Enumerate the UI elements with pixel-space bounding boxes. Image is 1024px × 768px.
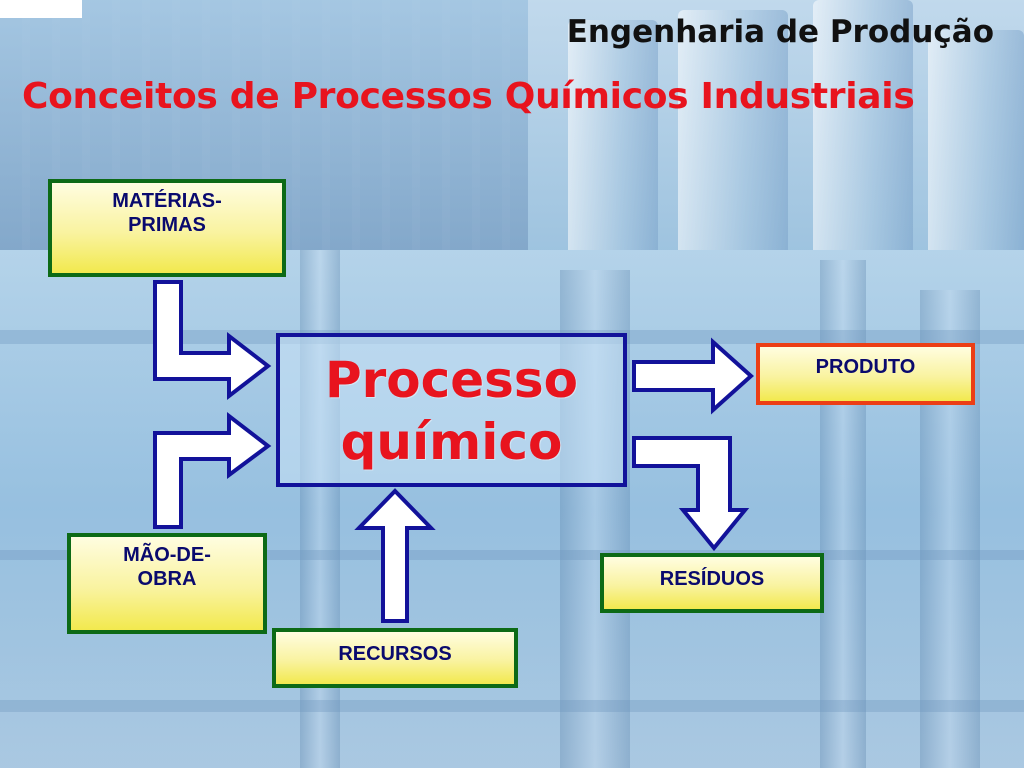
process-label-line1: Processo [324,351,579,409]
produto-box: PRODUTO [756,343,975,405]
mao-de-obra-label-line2: OBRA [137,568,197,590]
slide-title: Conceitos de Processos Químicos Industri… [22,76,915,117]
arrow-materias-to-process [153,280,272,401]
course-title: Engenharia de Produção [566,14,994,50]
materias-primas-box: MATÉRIAS- PRIMAS [48,179,286,277]
materias-primas-label-line1: MATÉRIAS- [112,190,222,212]
residuos-box: RESÍDUOS [600,553,824,613]
processo-quimico-box: Processo químico [276,333,627,487]
arrow-recursos-to-process [354,488,436,623]
recursos-label: RECURSOS [338,643,452,665]
process-label-line2: químico [340,413,563,471]
arrow-mao-to-process [153,411,272,529]
arrow-process-to-produto [632,337,754,415]
residuos-label: RESÍDUOS [659,568,765,590]
arrow-process-to-residuos [632,436,750,552]
materias-primas-label-line2: PRIMAS [128,214,206,236]
mao-de-obra-label-line1: MÃO-DE- [123,544,211,566]
mao-de-obra-box: MÃO-DE- OBRA [67,533,267,634]
recursos-box: RECURSOS [272,628,518,688]
silos-photo [528,0,1024,250]
produto-label: PRODUTO [815,356,916,378]
